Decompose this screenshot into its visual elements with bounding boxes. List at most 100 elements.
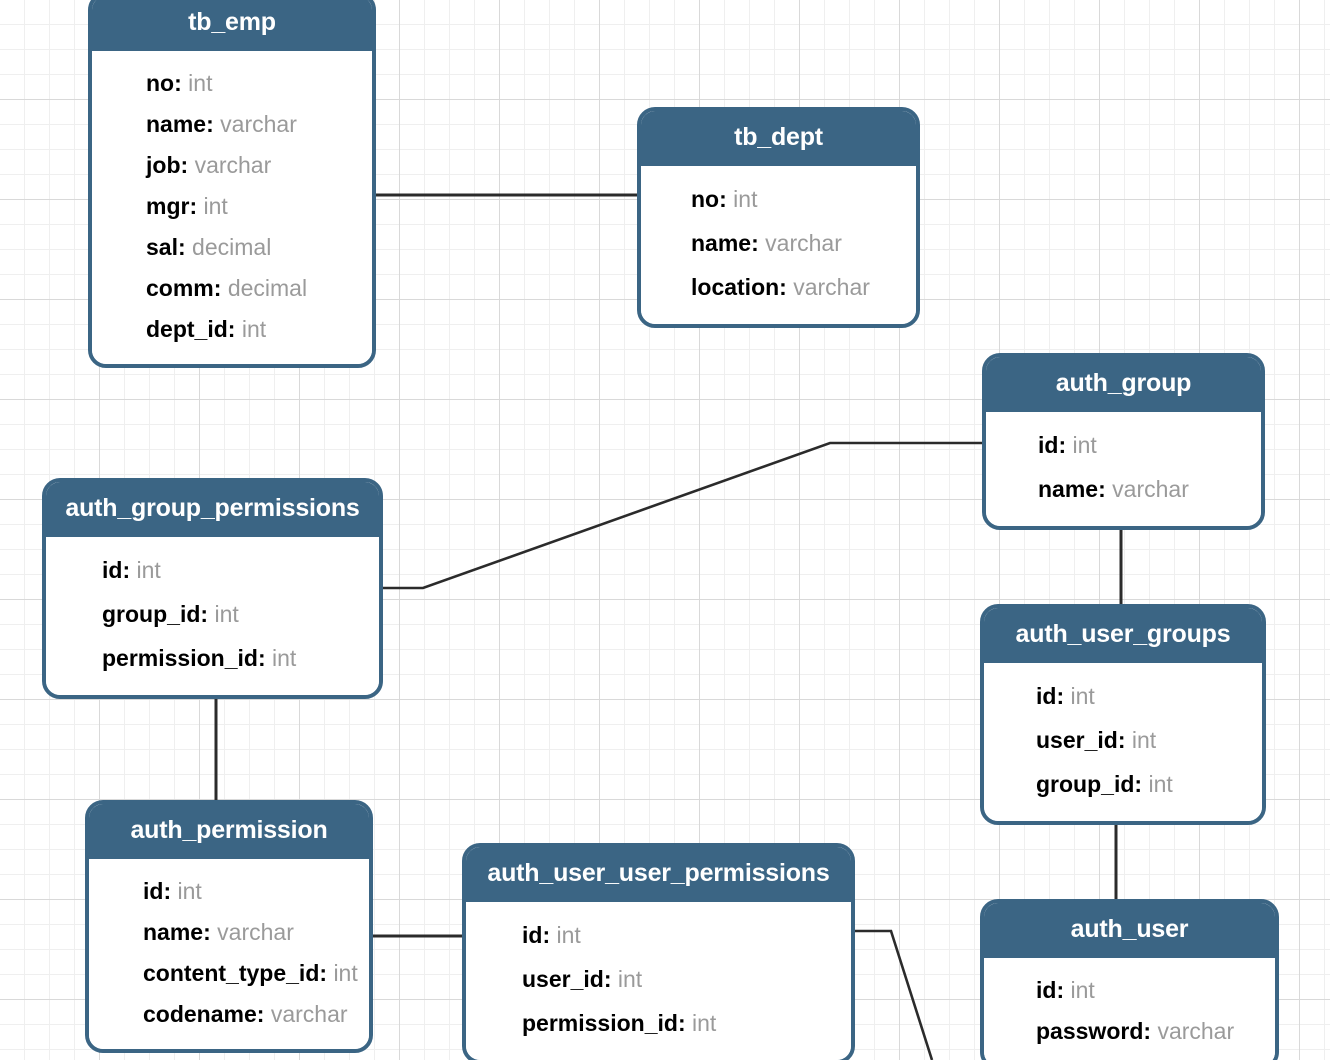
field-row[interactable]: permission_id: int [466,1002,851,1046]
field-row[interactable]: permission_id: int [46,637,379,681]
entity-auth_group_permissions[interactable]: auth_group_permissions id: int group_id:… [42,478,383,699]
entity-title-auth_user_user_permissions: auth_user_user_permissions [466,847,851,902]
field-name: codename [143,1001,257,1027]
field-colon: : [677,1010,692,1036]
entity-tb_emp[interactable]: tb_emp no: int name: varchar job: varcha… [88,0,376,368]
entity-auth_group[interactable]: auth_group id: int name: varchar [982,353,1265,530]
field-type: varchar [220,111,297,137]
field-name: id [143,878,164,904]
field-row[interactable]: location: varchar [641,266,916,310]
field-type: varchar [1112,476,1189,502]
field-name: mgr [146,193,190,219]
field-type: varchar [793,274,870,300]
field-row[interactable]: mgr: int [92,186,372,227]
field-type: int [1070,683,1095,709]
field-row[interactable]: id: int [986,424,1261,468]
field-type: int [1131,727,1157,753]
entity-auth_user_user_permissions[interactable]: auth_user_user_permissions id: int user_… [462,843,855,1060]
field-colon: : [257,645,272,671]
entity-title-auth_group: auth_group [986,357,1261,412]
field-colon: : [213,275,228,301]
entity-title-tb_emp: tb_emp [92,0,372,51]
entity-title-auth_permission: auth_permission [89,804,369,859]
field-row[interactable]: id: int [984,970,1275,1011]
field-name: user_id [522,966,604,992]
field-type: varchar [270,1001,348,1027]
field-row[interactable]: group_id: int [984,763,1262,807]
field-colon: : [1056,683,1071,709]
field-colon: : [256,1001,271,1027]
field-type: varchar [1157,1018,1235,1044]
field-name: id [1036,683,1057,709]
field-name: name [1038,476,1099,502]
field-type: varchar [217,919,294,945]
field-name: id [522,922,543,948]
relationship-line-auth_group_permissions-auth_group[interactable] [383,441,982,590]
field-name: dept_id [146,316,228,342]
field-colon: : [319,960,334,986]
field-name: comm [146,275,214,301]
field-row[interactable]: name: varchar [89,912,369,953]
field-colon: : [206,111,221,137]
field-name: name [691,230,752,256]
field-name: group_id [1036,771,1135,797]
field-type: int [1072,432,1097,458]
field-colon: : [1058,432,1073,458]
field-type: int [272,645,297,671]
field-colon: : [177,234,193,260]
entity-title-auth_user_groups: auth_user_groups [984,608,1262,663]
field-row[interactable]: no: int [641,178,916,222]
field-name: sal [146,234,178,260]
field-row[interactable]: no: int [92,63,372,104]
entity-fields-auth_user_user_permissions: id: int user_id: int permission_id: int [466,902,851,1060]
field-row[interactable]: dept_id: int [92,309,372,350]
entity-auth_user[interactable]: auth_user id: int password: varchar [980,899,1279,1060]
field-row[interactable]: password: varchar [984,1011,1275,1052]
field-name: no [146,70,175,96]
field-row[interactable]: codename: varchar [89,994,369,1035]
entity-auth_user_groups[interactable]: auth_user_groups id: int user_id: int gr… [980,604,1266,825]
field-name: password [1036,1018,1144,1044]
field-name: job [146,152,181,178]
field-name: id [1038,432,1059,458]
field-colon: : [189,193,204,219]
field-type: int [333,960,358,986]
relationship-line-auth_user_user_permissions-auth_user[interactable] [855,929,934,1060]
field-colon: : [174,70,189,96]
field-colon: : [227,316,242,342]
entity-fields-auth_user: id: int password: varchar [984,958,1275,1060]
field-row[interactable]: id: int [89,871,369,912]
field-row[interactable]: id: int [984,675,1262,719]
field-row[interactable]: name: varchar [986,468,1261,512]
field-row[interactable]: user_id: int [984,719,1262,763]
field-colon: : [1117,727,1132,753]
entity-tb_dept[interactable]: tb_dept no: int name: varchar location: … [637,107,920,328]
field-name: id [102,557,123,583]
field-row[interactable]: user_id: int [466,958,851,1002]
field-colon: : [603,966,618,992]
field-row[interactable]: name: varchar [92,104,372,145]
entity-fields-auth_permission: id: int name: varchar content_type_id: i… [89,859,369,1049]
field-row[interactable]: comm: decimal [92,268,372,309]
field-row[interactable]: sal: decimal [92,227,372,268]
field-type: int [692,1010,717,1036]
field-type: int [1070,977,1095,1003]
entity-fields-auth_user_groups: id: int user_id: int group_id: int [984,663,1262,821]
field-type: varchar [765,230,842,256]
field-type: decimal [227,275,308,301]
field-colon: : [1143,1018,1158,1044]
entity-auth_permission[interactable]: auth_permission id: int name: varchar co… [85,800,373,1053]
field-row[interactable]: name: varchar [641,222,916,266]
field-type: int [617,966,643,992]
field-colon: : [122,557,137,583]
field-colon: : [779,274,794,300]
field-type: int [177,878,202,904]
field-colon: : [542,922,557,948]
field-row[interactable]: content_type_id: int [89,953,369,994]
field-row[interactable]: id: int [466,914,851,958]
field-row[interactable]: job: varchar [92,145,372,186]
field-row[interactable]: id: int [46,549,379,593]
field-type: int [188,70,213,96]
field-row[interactable]: group_id: int [46,593,379,637]
